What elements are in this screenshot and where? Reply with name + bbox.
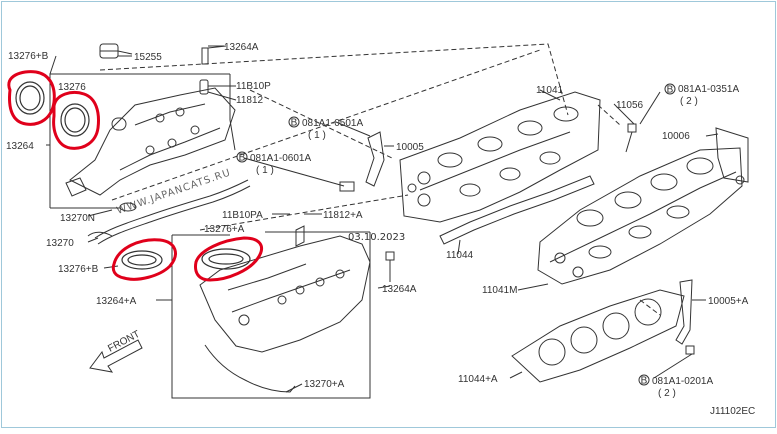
lower-gasket <box>204 344 296 393</box>
watermark-date: 03.10.2023 <box>348 232 405 243</box>
bracket-10005 <box>339 131 385 192</box>
watermark: WWW.JAPANCATS.RU 03.10.2023 <box>115 167 405 243</box>
label-13270: 13270 <box>46 238 74 249</box>
label-13270a: 13270+A <box>304 379 345 390</box>
front-arrow-icon <box>89 339 143 373</box>
pcv-valve <box>199 45 237 101</box>
label-13276b-top: 13276+B <box>8 51 49 62</box>
highlight-marks <box>7 70 263 282</box>
label-10005: 10005 <box>396 142 424 153</box>
label-13276a: 13276+A <box>204 224 245 235</box>
lower-rocker-cover <box>199 225 371 353</box>
bolt-marker-2: B <box>291 118 298 129</box>
label-13264-top: 13264 <box>6 141 34 152</box>
gasket-13270 <box>87 231 113 237</box>
label-081a1-0351a: 081A1-0351A <box>678 84 739 95</box>
label-15255: 15255 <box>134 52 162 63</box>
label-13270n: 13270N <box>60 213 95 224</box>
label-11041: 11041 <box>536 85 564 96</box>
part-labels: 13276+B 15255 13264A 13276 11B10P 11812 … <box>6 42 755 417</box>
label-13264a-left: 13264+A <box>96 296 137 307</box>
leader-lines <box>46 45 719 393</box>
label-11b10pa: 11B10PA <box>222 210 263 221</box>
head-gasket-11044a <box>511 289 685 383</box>
label-10006: 10006 <box>662 131 690 142</box>
bolt-13264a-mid <box>377 251 395 289</box>
upper-gasket <box>94 179 249 239</box>
label-13264a-mid: 13264A <box>382 284 417 295</box>
label-11056: 11056 <box>616 100 644 111</box>
label-081a1-0201a-qty: ( 2 ) <box>658 388 676 399</box>
highlight-ring-4 <box>194 236 263 282</box>
highlight-ring-2 <box>52 91 100 150</box>
label-081a1-0351a-qty: ( 2 ) <box>680 96 698 107</box>
watermark-text: WWW.JAPANCATS.RU <box>115 167 232 216</box>
highlight-ring-3 <box>111 238 177 281</box>
bolt-marker-3: B <box>667 85 674 96</box>
label-11812a: 11812+A <box>323 210 363 221</box>
bolt-markers: B B B B <box>236 83 676 387</box>
head-gasket-11044 <box>439 175 595 245</box>
tube-seal <box>119 202 137 212</box>
lower-cover-frame <box>171 231 371 399</box>
cylinder-head-left-bank <box>399 91 601 223</box>
label-11b10p: 11B10P <box>236 81 271 92</box>
bolt-marker-4: B <box>641 376 648 387</box>
label-081a1-0601a: 081A1-0601A <box>250 153 311 164</box>
label-081a1-0201a: 081A1-0201A <box>652 376 713 387</box>
label-13276b-mid: 13276+B <box>58 264 99 275</box>
label-10005a: 10005+A <box>708 296 749 307</box>
guide-lines <box>99 43 661 316</box>
label-11044a: 11044+A <box>458 374 498 385</box>
bolt-11056 <box>625 123 637 153</box>
label-081a1-0501a-qty: ( 1 ) <box>308 130 326 141</box>
diagram-code: J11102EC <box>710 406 755 417</box>
bolt-marker-1: B <box>239 153 246 164</box>
label-11812: 11812 <box>236 95 264 106</box>
oil-filler-cap <box>99 43 133 59</box>
label-11041m: 11041M <box>482 285 517 296</box>
bracket-10005a <box>675 279 695 355</box>
label-13264a-top: 13264A <box>224 42 259 53</box>
label-11044: 11044 <box>446 250 474 261</box>
upper-rocker-cover <box>65 87 236 197</box>
label-13276-top: 13276 <box>58 82 86 93</box>
bracket-10006 <box>715 127 749 185</box>
label-081a1-0601a-qty: ( 1 ) <box>256 165 274 176</box>
cylinder-head-right-bank <box>537 147 743 285</box>
label-081a1-0501a: 081A1-0501A <box>302 118 363 129</box>
